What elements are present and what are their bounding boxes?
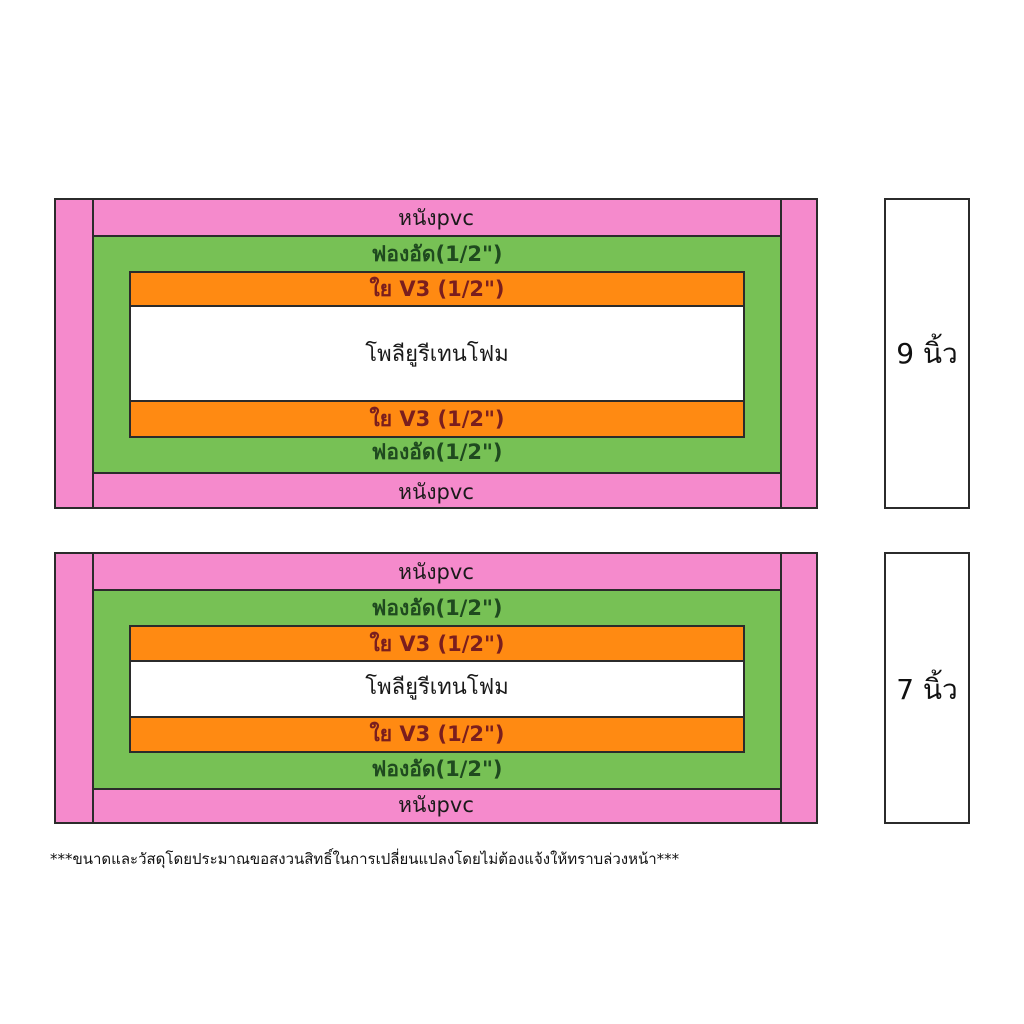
foam-top-label: ฟองอัด(1/2") [371, 596, 503, 620]
foam-top-label: ฟองอัด(1/2") [371, 242, 503, 266]
polyurethane-core-label: โพลียูรีเทนโฟม [365, 675, 509, 700]
disclaimer-note: ***ขนาดและวัสดุโดยประมาณขอสงวนสิทธิ์ในกา… [50, 850, 680, 868]
foam-bottom-label: ฟองอัด(1/2") [371, 757, 503, 781]
pvc-top-label: หนังpvc [398, 206, 474, 230]
fiber-top-band: ใย V3 (1/2") [131, 627, 743, 662]
pvc-bottom-label: หนังpvc [398, 793, 474, 817]
polyurethane-core-label: โพลียูรีเทนโฟม [365, 342, 509, 367]
fiber-bottom-band: ใย V3 (1/2") [131, 716, 743, 751]
foam-layer: ฟองอัด(1/2") ใย V3 (1/2") โพลียูรีเทนโฟม… [92, 589, 782, 790]
foam-bottom-label: ฟองอัด(1/2") [371, 440, 503, 464]
core-block: ใย V3 (1/2") โพลียูรีเทนโฟม ใย V3 (1/2") [129, 271, 745, 438]
fiber-top-label: ใย V3 (1/2") [369, 277, 505, 301]
fiber-top-label: ใย V3 (1/2") [369, 632, 505, 656]
height-label-9in: 9 นิ้ว [896, 337, 958, 370]
height-label-7in: 7 นิ้ว [896, 673, 958, 706]
height-box-9in: 9 นิ้ว [884, 198, 970, 509]
fiber-top-band: ใย V3 (1/2") [131, 273, 743, 307]
mattress-9in-cross-section: หนังpvc ฟองอัด(1/2") ใย V3 (1/2") โพลียู… [54, 198, 818, 509]
height-box-7in: 7 นิ้ว [884, 552, 970, 824]
pvc-top-label: หนังpvc [398, 560, 474, 584]
fiber-bottom-label: ใย V3 (1/2") [369, 722, 505, 746]
pvc-bottom-label: หนังpvc [398, 480, 474, 504]
mattress-7in-cross-section: หนังpvc ฟองอัด(1/2") ใย V3 (1/2") โพลียู… [54, 552, 818, 824]
fiber-bottom-label: ใย V3 (1/2") [369, 407, 505, 431]
foam-layer: ฟองอัด(1/2") ใย V3 (1/2") โพลียูรีเทนโฟม… [92, 235, 782, 474]
fiber-bottom-band: ใย V3 (1/2") [131, 400, 743, 436]
core-block: ใย V3 (1/2") โพลียูรีเทนโฟม ใย V3 (1/2") [129, 625, 745, 753]
